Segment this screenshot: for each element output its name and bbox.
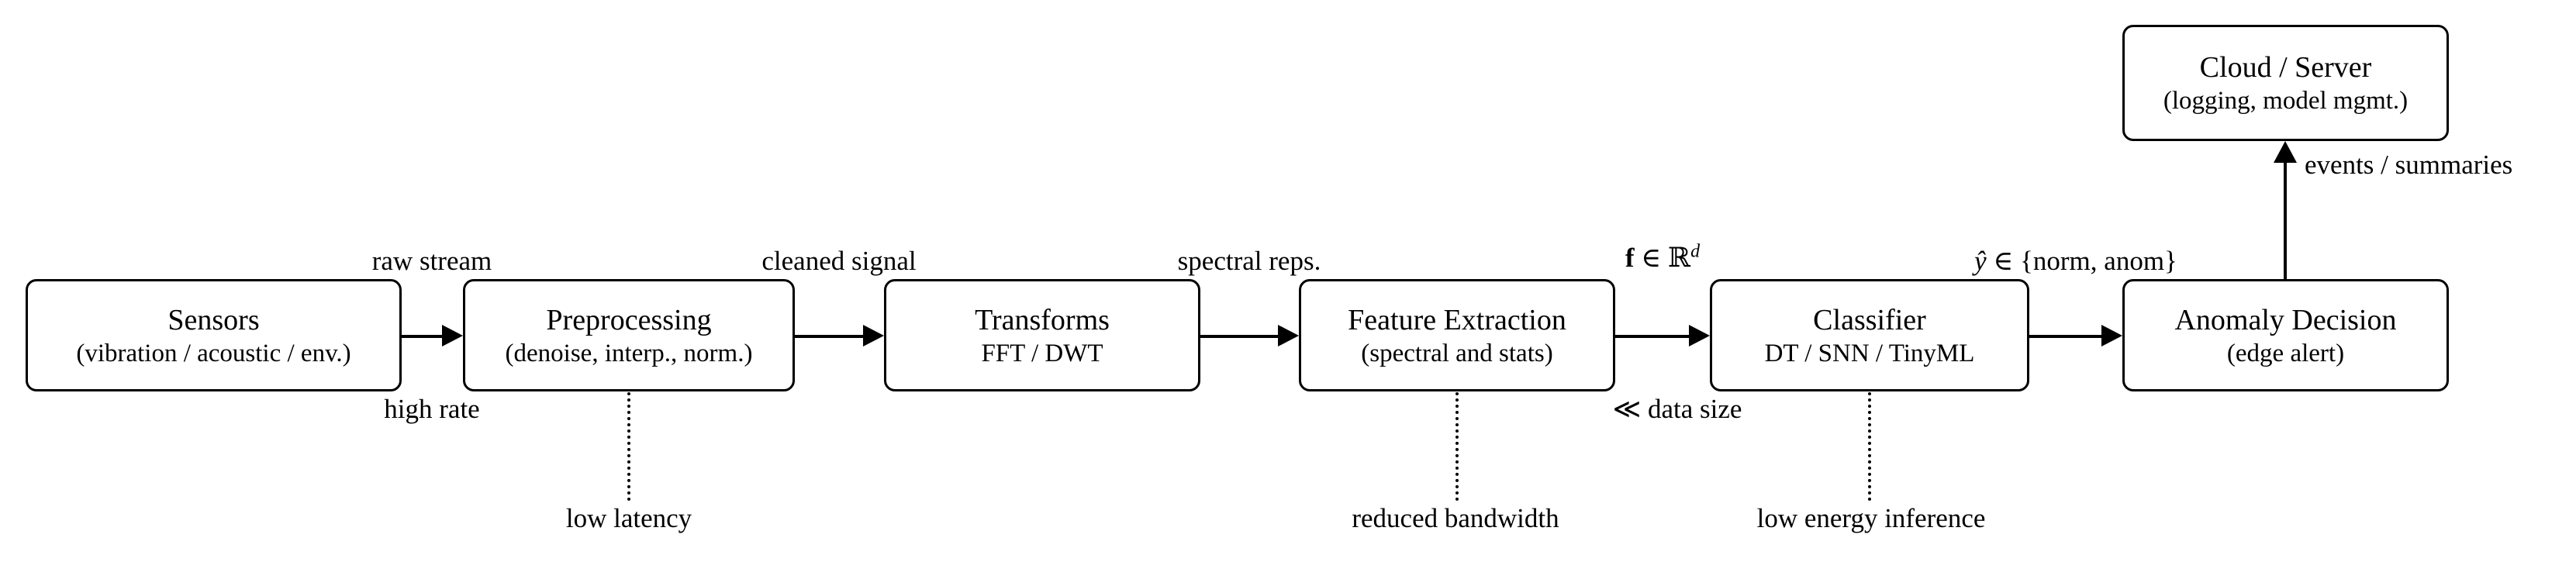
node-cloud-server-subtitle: (logging, model mgmt.): [2163, 87, 2409, 115]
node-classifier: Classifier DT / SNN / TinyML: [1710, 279, 2029, 391]
edge-label-events-summaries: events / summaries: [2305, 150, 2513, 180]
node-cloud-server: Cloud / Server (logging, model mgmt.): [2122, 25, 2449, 141]
edge-label-high-rate: high rate: [384, 394, 480, 424]
arrowhead-right-icon: [2101, 325, 2122, 347]
dotted-line-feature-extraction: [1455, 392, 1459, 501]
annotation-low-latency: low latency: [565, 503, 692, 533]
math-yhat: ŷ: [1974, 246, 1987, 276]
arrow-feature-extraction-to-classifier: [1615, 325, 1710, 347]
arrowhead-right-icon: [442, 325, 463, 347]
arrowhead-right-icon: [863, 325, 884, 347]
arrowhead-right-icon: [1689, 325, 1710, 347]
math-set-norm-anom: ∈ {norm, anom}: [1986, 246, 2177, 276]
edge-label-yhat-set: ŷ ∈ {norm, anom}: [1974, 247, 2177, 276]
node-anomaly-decision-subtitle: (edge alert): [2226, 339, 2345, 367]
node-feature-extraction: Feature Extraction (spectral and stats): [1299, 279, 1615, 391]
node-sensors-subtitle: (vibration / acoustic / env.): [76, 339, 351, 367]
node-classifier-title: Classifier: [1813, 303, 1926, 336]
arrow-preprocessing-to-transforms: [795, 325, 884, 347]
node-anomaly-decision-title: Anomaly Decision: [2174, 303, 2397, 336]
node-preprocessing: Preprocessing (denoise, interp., norm.): [463, 279, 795, 391]
dotted-line-preprocessing: [627, 392, 630, 501]
annotation-reduced-bandwidth: reduced bandwidth: [1352, 503, 1559, 533]
arrow-sensors-to-preprocessing: [402, 325, 463, 347]
arrowhead-up-icon: [2274, 141, 2297, 163]
node-classifier-subtitle: DT / SNN / TinyML: [1764, 339, 1975, 367]
arrow-shaft: [1615, 335, 1693, 338]
arrow-shaft: [795, 335, 867, 338]
annotation-low-energy-inference: low energy inference: [1756, 503, 1986, 533]
arrow-classifier-to-anomaly-decision: [2029, 325, 2122, 347]
edge-label-data-size: ≪ data size: [1612, 394, 1742, 424]
math-superscript-d: d: [1690, 241, 1701, 262]
node-transforms: Transforms FFT / DWT: [884, 279, 1200, 391]
edge-label-feature-vector: f ∈ ℝd: [1625, 241, 1701, 273]
arrow-shaft: [1200, 335, 1282, 338]
math-bold-f: f: [1625, 243, 1635, 273]
node-anomaly-decision: Anomaly Decision (edge alert): [2122, 279, 2449, 391]
node-sensors: Sensors (vibration / acoustic / env.): [26, 279, 402, 391]
arrow-shaft: [2284, 157, 2287, 279]
edge-label-raw-stream: raw stream: [371, 246, 492, 276]
node-sensors-title: Sensors: [167, 303, 260, 336]
node-preprocessing-subtitle: (denoise, interp., norm.): [505, 339, 753, 367]
node-preprocessing-title: Preprocessing: [546, 303, 712, 336]
dotted-line-classifier: [1868, 392, 1871, 501]
arrow-anomaly-decision-to-cloud: [2274, 141, 2297, 279]
node-feature-extraction-subtitle: (spectral and stats): [1361, 339, 1553, 367]
edge-label-spectral-reps: spectral reps.: [1177, 246, 1321, 276]
node-transforms-subtitle: FFT / DWT: [981, 339, 1103, 367]
arrow-shaft: [2029, 335, 2105, 338]
node-feature-extraction-title: Feature Extraction: [1348, 303, 1566, 336]
node-transforms-title: Transforms: [975, 303, 1110, 336]
arrowhead-right-icon: [1278, 325, 1299, 347]
arrow-transforms-to-feature-extraction: [1200, 325, 1299, 347]
node-cloud-server-title: Cloud / Server: [2199, 51, 2372, 84]
edge-label-cleaned-signal: cleaned signal: [761, 246, 917, 276]
arrow-shaft: [402, 335, 446, 338]
math-in-reals: ∈ ℝ: [1634, 243, 1691, 273]
